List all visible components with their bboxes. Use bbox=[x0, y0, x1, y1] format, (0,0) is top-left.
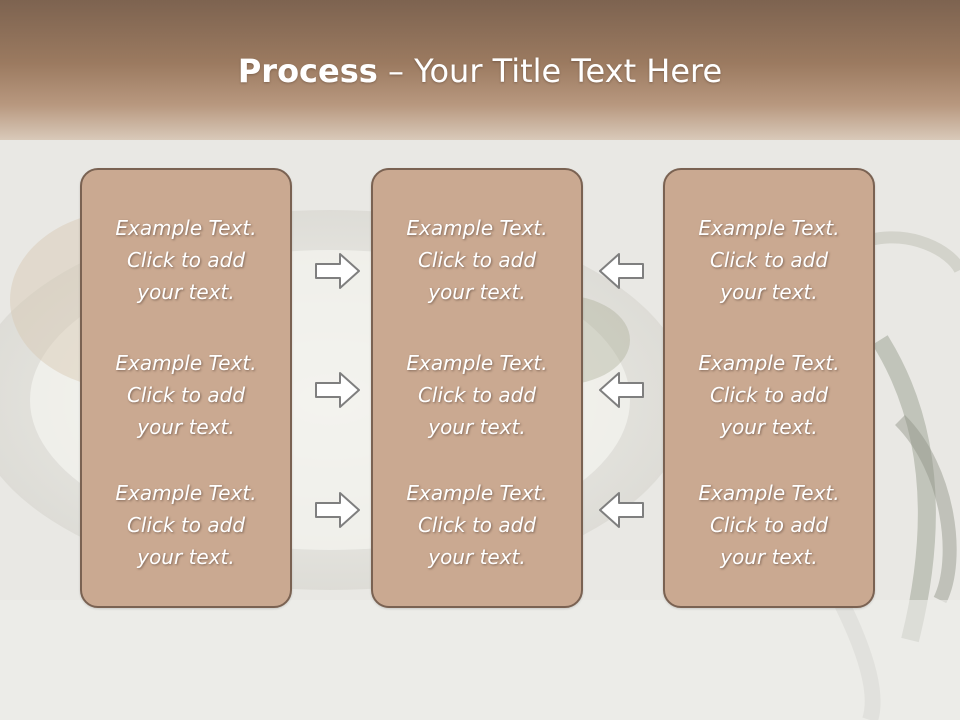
text-line: Example Text. bbox=[115, 351, 257, 375]
text-line: Example Text. bbox=[698, 481, 840, 505]
text-line: Click to add bbox=[126, 383, 246, 407]
text-line: Example Text. bbox=[406, 481, 548, 505]
right-arrow-icon bbox=[315, 253, 360, 289]
text-line: your text. bbox=[720, 415, 818, 439]
right-arrow-icon bbox=[315, 492, 360, 528]
text-line: Click to add bbox=[709, 383, 829, 407]
text-line: Click to add bbox=[126, 248, 246, 272]
text-line: your text. bbox=[720, 545, 818, 569]
text-line: Example Text. bbox=[115, 481, 257, 505]
text-line: Example Text. bbox=[698, 216, 840, 240]
text-line: your text. bbox=[428, 545, 526, 569]
text-line: Click to add bbox=[709, 513, 829, 537]
text-box-right[interactable]: Example Text. Click to add your text. Ex… bbox=[663, 168, 875, 608]
title-band bbox=[0, 0, 960, 140]
text-line: your text. bbox=[428, 280, 526, 304]
text-item[interactable]: Example Text. Click to add your text. bbox=[82, 212, 290, 308]
text-box-center[interactable]: Example Text. Click to add your text. Ex… bbox=[371, 168, 583, 608]
left-arrow-icon bbox=[599, 492, 644, 528]
text-line: Example Text. bbox=[406, 216, 548, 240]
text-line: your text. bbox=[720, 280, 818, 304]
right-arrow-icon bbox=[315, 372, 360, 408]
text-line: your text. bbox=[428, 415, 526, 439]
text-line: your text. bbox=[137, 545, 235, 569]
text-line: Example Text. bbox=[406, 351, 548, 375]
slide-title[interactable]: Process – Your Title Text Here bbox=[0, 52, 960, 90]
text-line: Example Text. bbox=[698, 351, 840, 375]
text-item[interactable]: Example Text. Click to add your text. bbox=[373, 477, 581, 573]
text-item[interactable]: Example Text. Click to add your text. bbox=[82, 477, 290, 573]
left-arrow-icon bbox=[599, 372, 644, 408]
text-line: Example Text. bbox=[115, 216, 257, 240]
text-item[interactable]: Example Text. Click to add your text. bbox=[665, 212, 873, 308]
text-line: Click to add bbox=[417, 513, 537, 537]
text-line: your text. bbox=[137, 280, 235, 304]
text-line: Click to add bbox=[417, 383, 537, 407]
left-arrow-icon bbox=[599, 253, 644, 289]
title-bold: Process bbox=[237, 52, 378, 90]
text-line: Click to add bbox=[709, 248, 829, 272]
text-line: Click to add bbox=[417, 248, 537, 272]
text-item[interactable]: Example Text. Click to add your text. bbox=[665, 477, 873, 573]
text-box-left[interactable]: Example Text. Click to add your text. Ex… bbox=[80, 168, 292, 608]
text-item[interactable]: Example Text. Click to add your text. bbox=[373, 212, 581, 308]
text-item[interactable]: Example Text. Click to add your text. bbox=[373, 347, 581, 443]
text-item[interactable]: Example Text. Click to add your text. bbox=[665, 347, 873, 443]
text-line: Click to add bbox=[126, 513, 246, 537]
text-line: your text. bbox=[137, 415, 235, 439]
title-rest: – Your Title Text Here bbox=[377, 52, 723, 90]
text-item[interactable]: Example Text. Click to add your text. bbox=[82, 347, 290, 443]
